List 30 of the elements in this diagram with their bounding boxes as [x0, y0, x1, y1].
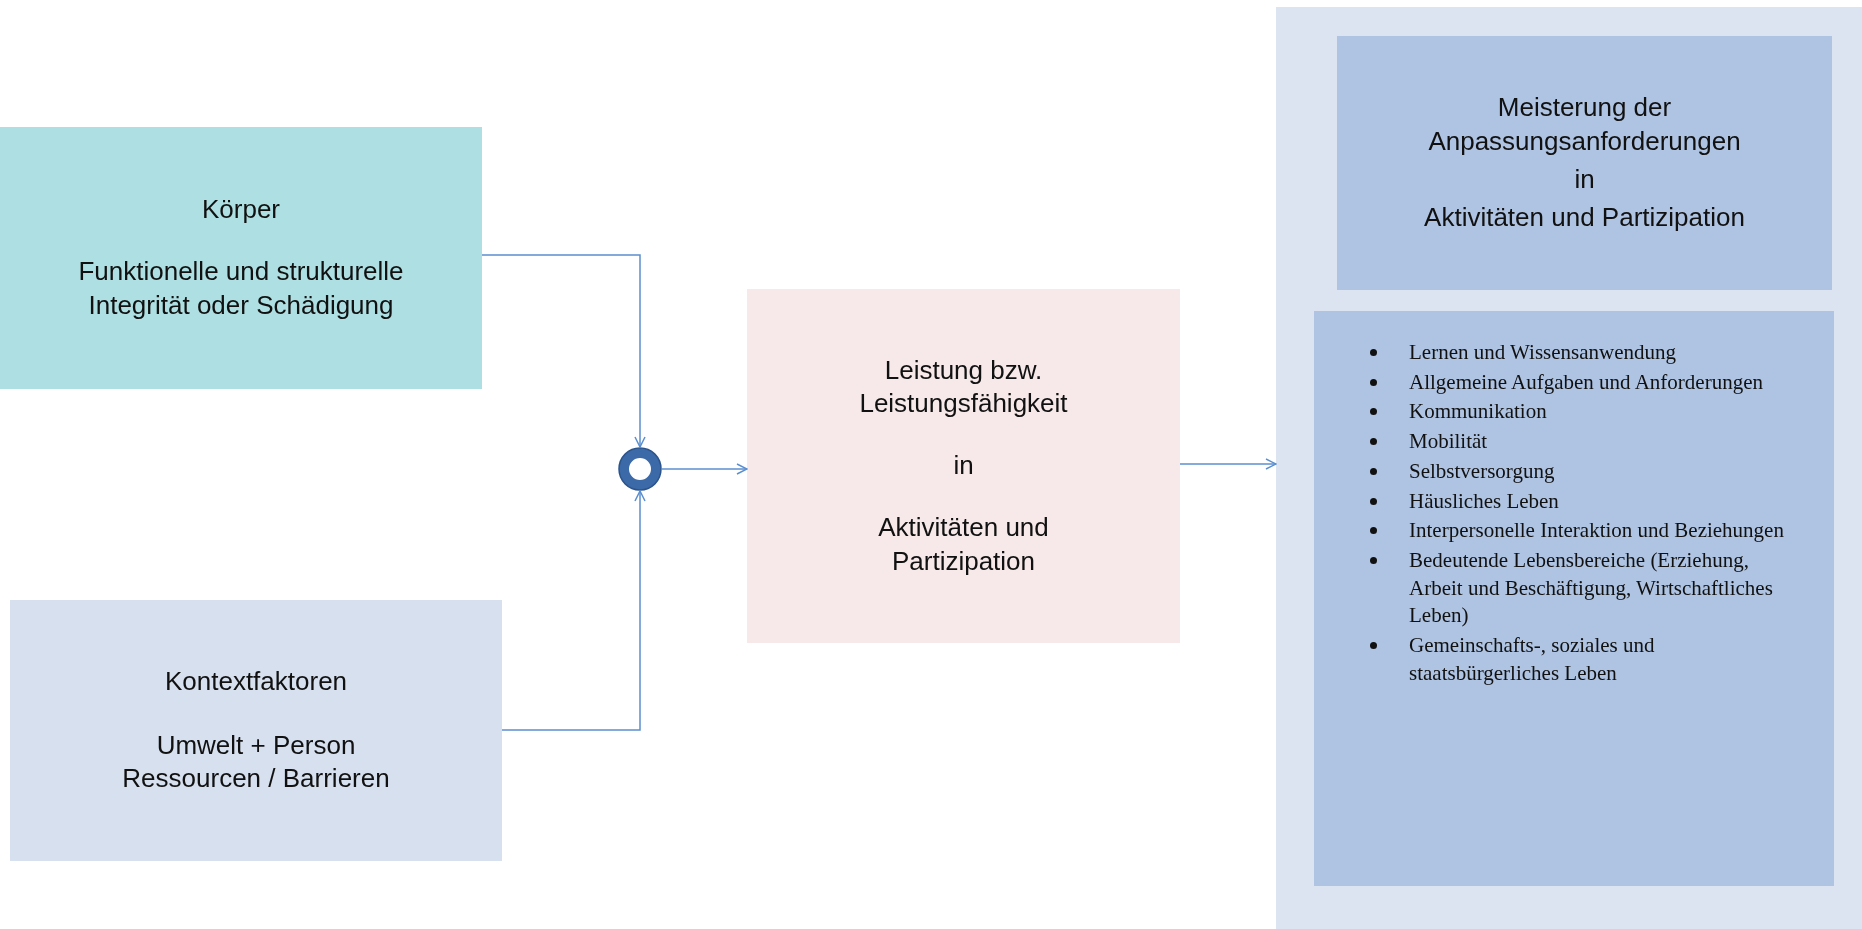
process-box — [0, 127, 482, 389]
list-item: Gemeinschafts-, soziales und staatsbürgerliches Leben — [1409, 632, 1656, 687]
arrow — [501, 490, 646, 731]
box-text: Aktivitäten und Partizipation — [877, 510, 1050, 578]
box-text: Funktionelle und strukturelle Integrität oder Schädigung — [77, 255, 405, 322]
arrow — [1179, 458, 1277, 470]
box-heading: Leistung bzw. Leistungsfähigkeit — [858, 353, 1069, 421]
list-item: Interpersonelle Interaktion und Beziehungen — [1409, 517, 1784, 545]
list-item: Kommunikation — [1409, 398, 1548, 426]
list-item: Allgemeine Aufgaben und Anforderungen — [1409, 368, 1764, 396]
process-box — [747, 289, 1180, 643]
box-text: in — [952, 449, 975, 483]
box-text: Aktivitäten und Partizipation — [1423, 200, 1746, 234]
list-box — [1314, 311, 1834, 886]
box-heading: Körper — [200, 193, 281, 227]
list-item: Mobilität — [1409, 428, 1489, 456]
list-item: Bedeutende Lebensbereiche (Erziehung, Arbeit und Beschäftigung, Wirtschaftliches Leben) — [1409, 547, 1774, 630]
box-text: in — [1573, 163, 1596, 196]
list-item: Selbstversorgung — [1409, 457, 1556, 485]
arrow — [481, 254, 646, 448]
box-text: Umwelt + Person — [155, 728, 357, 762]
arrow — [661, 463, 748, 475]
process-box — [1337, 36, 1832, 290]
list-item: Lernen und Wissensanwendung — [1409, 339, 1678, 366]
process-box — [10, 600, 502, 861]
group-panel — [1276, 7, 1862, 929]
box-text: Ressourcen / Barrieren — [121, 762, 391, 796]
box-heading: Kontextfaktoren — [163, 664, 349, 698]
list-item: Häusliches Leben — [1409, 487, 1560, 515]
junction-circle — [618, 447, 662, 491]
